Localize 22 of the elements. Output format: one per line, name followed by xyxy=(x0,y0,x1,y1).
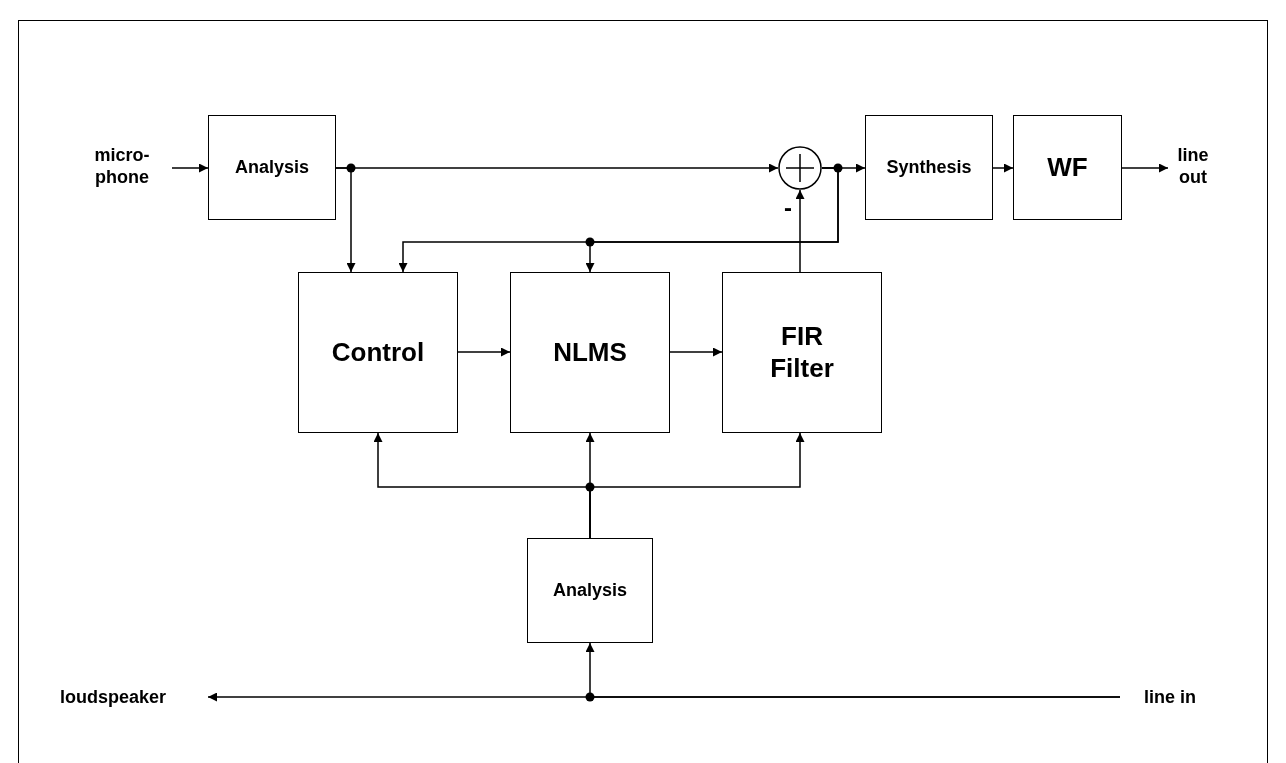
process-box: Analysis xyxy=(208,115,336,220)
arrow xyxy=(585,642,1121,698)
arrow xyxy=(992,163,1014,173)
output-label: line out xyxy=(1168,136,1218,198)
arrow xyxy=(589,432,805,539)
process-box: FIR Filter xyxy=(722,272,882,433)
process-box: Control xyxy=(298,272,458,433)
process-box: Analysis xyxy=(527,538,653,643)
arrow xyxy=(795,189,805,273)
input-label: line in xyxy=(1120,684,1220,712)
input-label: micro- phone xyxy=(72,136,172,198)
process-box: WF xyxy=(1013,115,1122,220)
process-box: NLMS xyxy=(510,272,670,433)
arrow xyxy=(1121,163,1169,173)
process-box: Synthesis xyxy=(865,115,993,220)
arrow xyxy=(171,163,209,173)
arrow xyxy=(669,347,723,357)
summing-circle xyxy=(778,146,822,190)
arrow xyxy=(585,167,839,273)
arrow xyxy=(457,347,511,357)
arrow xyxy=(335,167,356,273)
output-label: loudspeaker xyxy=(18,684,208,712)
